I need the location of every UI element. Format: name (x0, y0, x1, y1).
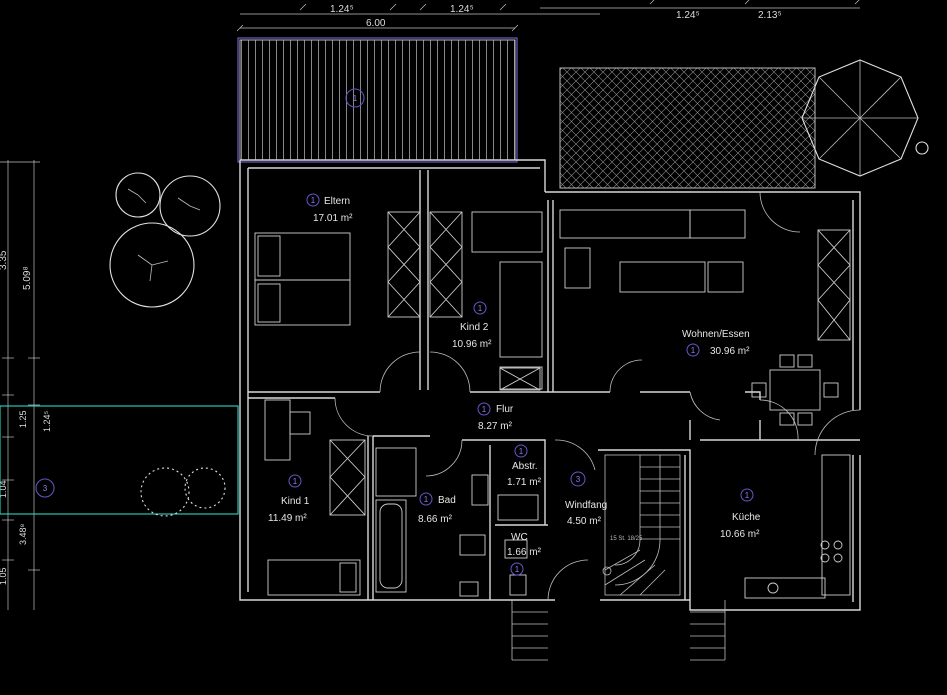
top-dimension-chain: 1.24⁵ 1.24⁵ 6.00 1.24⁵ 2.13⁵ (236, 0, 860, 32)
svg-text:1: 1 (311, 196, 316, 205)
room-windfang: 3 Windfang 4.50 m² (565, 471, 607, 527)
wardrobe-eltern (387, 211, 421, 318)
left-dimension-chain: 3.35 5.09⁸ 1.25 1.24⁵ 1.04 3.48⁸ 1.05 (0, 160, 52, 610)
desk-kind1 (264, 399, 311, 461)
room-kind2: 1 Kind 2 10.96 m² (452, 301, 492, 350)
tree-icon (109, 172, 221, 308)
interior-walls (248, 170, 860, 600)
svg-text:1: 1 (424, 495, 429, 504)
dim-left-6: 3.48⁸ (18, 523, 28, 545)
room-area: 1.66 m² (507, 547, 542, 558)
svg-text:1: 1 (482, 405, 487, 414)
paved-terrace (559, 67, 816, 189)
room-name: Kind 1 (281, 496, 310, 507)
room-name: Abstr. (512, 461, 538, 472)
room-name: Flur (496, 404, 514, 415)
dim-top-4: 1.24⁵ (676, 10, 700, 21)
svg-text:1: 1 (478, 304, 483, 313)
room-area: 1.71 m² (507, 477, 542, 488)
dim-top-2: 1.24⁵ (450, 4, 474, 15)
terrace-marker: 1 (345, 88, 365, 108)
dim-top-5: 2.13⁵ (758, 10, 782, 21)
svg-text:1: 1 (519, 447, 524, 456)
room-area: 8.66 m² (418, 514, 453, 525)
svg-text:1: 1 (745, 491, 750, 500)
room-area: 10.96 m² (452, 339, 492, 350)
wardrobe-kind1 (329, 439, 366, 516)
dim-left-1: 3.35 (0, 250, 9, 270)
dim-left-5: 1.04 (0, 480, 8, 498)
staircase (602, 454, 681, 596)
room-name: Kind 2 (460, 322, 489, 333)
room-name: Küche (732, 512, 761, 523)
stair-label: 15 St. 18/25 (610, 536, 643, 542)
room-name: Bad (438, 495, 456, 506)
sofa-set (559, 209, 746, 293)
entry-steps (511, 600, 726, 661)
kitchen-counter (744, 454, 851, 599)
svg-text:1: 1 (515, 565, 520, 574)
parasol-icon (801, 59, 929, 177)
room-area: 30.96 m² (710, 346, 750, 357)
dim-top-1: 1.24⁵ (330, 4, 354, 15)
svg-text:3: 3 (43, 484, 48, 493)
bathtub (375, 499, 407, 593)
room-bad: 1 Bad 8.66 m² (418, 492, 456, 525)
door-swings (334, 191, 861, 601)
shelf-wohnen (817, 229, 851, 341)
room-area: 11.49 m² (268, 513, 307, 524)
single-bed (267, 559, 361, 596)
svg-text:1: 1 (691, 346, 696, 355)
wardrobe-kind2 (429, 211, 463, 318)
dim-left-7: 1.05 (0, 567, 8, 585)
room-wohnen-essen: Wohnen/Essen 1 30.96 m² (682, 329, 750, 357)
room-flur: 1 Flur 8.27 m² (477, 402, 514, 432)
room-area: 8.27 m² (478, 421, 513, 432)
terrace-deck: 1 (237, 37, 518, 163)
room-name: Eltern (324, 196, 350, 207)
double-bed (254, 232, 351, 326)
room-abstr: 1 Abstr. 1.71 m² (507, 444, 542, 488)
room-area: 4.50 m² (567, 516, 602, 527)
room-kueche: 1 Küche 10.66 m² (720, 488, 761, 540)
desk-kind2 (471, 211, 543, 390)
svg-text:3: 3 (576, 475, 581, 484)
room-eltern: 1 Eltern 17.01 m² (306, 193, 353, 224)
room-kind1: 1 Kind 1 11.49 m² (268, 474, 310, 524)
dim-left-2: 5.09⁸ (22, 266, 33, 290)
dim-left-4: 1.24⁵ (42, 410, 52, 432)
garden-bed: 3 (0, 405, 239, 517)
room-area: 17.01 m² (313, 213, 353, 224)
bath-sink (459, 474, 489, 597)
room-name: WC (511, 532, 528, 543)
room-name: Windfang (565, 500, 607, 511)
room-name: Wohnen/Essen (682, 329, 750, 340)
shrub-icon (140, 467, 226, 517)
svg-text:1: 1 (353, 94, 358, 103)
room-area: 10.66 m² (720, 529, 760, 540)
dim-top-3: 6.00 (366, 18, 386, 29)
svg-text:1: 1 (293, 477, 298, 486)
dim-left-3: 1.25 (18, 410, 28, 428)
dining-table (751, 354, 839, 426)
garden-marker: 3 (35, 478, 55, 498)
exterior-walls (239, 159, 861, 611)
shower (375, 447, 417, 497)
room-wc: WC 1 1.66 m² (507, 532, 542, 576)
